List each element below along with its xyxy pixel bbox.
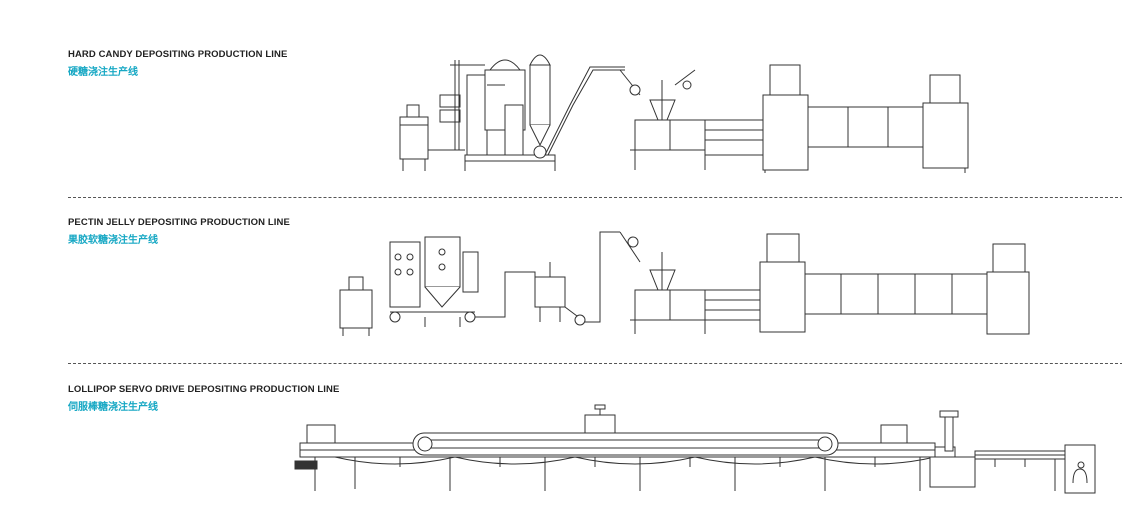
cooking-unit [428,55,555,171]
line-title-en: PECTIN JELLY DEPOSITING PRODUCTION LINE [68,217,290,228]
mixing-tank [340,277,372,336]
line-title-en: HARD CANDY DEPOSITING PRODUCTION LINE [68,49,288,60]
hard-candy-line-drawing [395,45,970,175]
transfer-pipe [475,272,535,317]
line-title-cn: 果胶软糖浇注生产线 [68,235,158,246]
lollipop-line-drawing [295,405,1105,497]
cooling-tunnel [763,65,968,173]
cooling-section [881,411,1095,493]
pectin-jelly-line-drawing [335,222,1035,340]
control-cabinet [390,242,475,312]
line-title-en: LOLLIPOP SERVO DRIVE DEPOSITING PRODUCTI… [68,384,340,395]
cooling-tunnel [760,234,1029,334]
line-title-cn: 硬糖浇注生产线 [68,67,138,78]
depositor [620,232,710,334]
line-title-cn: 伺服棒糖浇注生产线 [68,402,158,413]
section-divider [68,197,1122,198]
pre-mix-tank [535,232,620,325]
transfer-pipe [545,67,625,155]
section-divider [68,363,1122,364]
cooling-conveyor [705,290,760,320]
cooling-conveyor [705,120,765,155]
mixing-tank [400,105,428,171]
depositing-chain [413,405,838,455]
depositor [620,70,710,170]
